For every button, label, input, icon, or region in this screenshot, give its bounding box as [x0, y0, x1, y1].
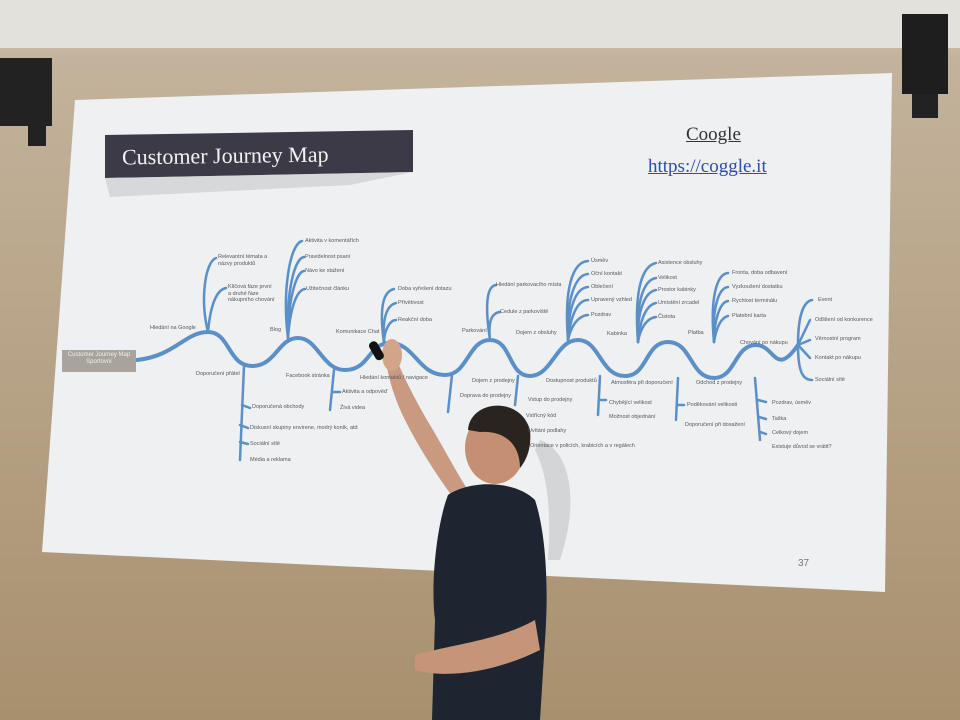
node-label: Orientace v policích, krabicích a v regá… [530, 443, 635, 449]
node-label: Aktivita v komentářích [305, 238, 359, 244]
node-label: Facebook stránka [286, 373, 330, 379]
node-label: Doporučení při dosažení [685, 422, 745, 428]
node-label: Aktivita a odpověď [342, 389, 388, 395]
node-label: Dojem z prodejny [472, 378, 515, 384]
speaker-left-icon [0, 58, 52, 146]
node-label: Odchod z prodejny [696, 380, 743, 386]
node-label: Event [818, 297, 833, 303]
node-label: Cedule z parkoviště [500, 309, 549, 315]
presenter [368, 339, 571, 720]
tool-url-link[interactable]: https://coggle.it [648, 156, 767, 177]
node-label: Rychlost terminálu [732, 298, 778, 304]
node-label: Přívětivost [398, 300, 424, 306]
node-label: Pozdrav [591, 312, 612, 318]
node-label: Věrnostní program [815, 336, 861, 342]
node-label: Vstřícný kód [526, 413, 557, 419]
node-label: Upravený vzhled [591, 297, 632, 303]
node-label: Umístění zrcadel [658, 300, 700, 306]
node-label: Užitečnost článku [306, 286, 350, 292]
node-label: Diskusní skupiny envirene, modrý koník, … [250, 425, 358, 431]
node-label: Oční kontakt [591, 271, 622, 277]
node-label: Komunikace Chat [336, 329, 380, 335]
node-label: Kabinka [607, 331, 627, 337]
mindmap-branches [135, 239, 814, 462]
node-label: Kontakt po nákupu [815, 355, 861, 361]
node-label: Doba vyřešení dotazu [398, 286, 452, 292]
node-label: Oblečení [591, 284, 614, 290]
tool-name: Coogle [686, 124, 741, 145]
node-label: Platební karta [732, 313, 766, 319]
presenter-arm [386, 348, 468, 500]
node-label: Sociální sítě [250, 441, 280, 447]
node-label: Chybějící velikost [609, 400, 652, 406]
ceiling [0, 0, 960, 48]
node-label: Vyzkoušení dostatku [732, 284, 783, 290]
node-label: Pozdrav, úsměv [772, 400, 812, 406]
node-label: Možnost objednání [609, 414, 656, 420]
node-label: Návo ke stažení [305, 268, 345, 274]
node-label: Parkování [462, 328, 487, 334]
node-label: Relevantní témata a názvy produktů [218, 254, 268, 267]
slide-title: Customer Journey Map [121, 141, 329, 170]
node-label: Fronta, doba odbavení [732, 270, 788, 276]
node-label: Odlišení od konkurence [815, 317, 873, 323]
node-label: Klíčová fáze první a druhé fáze nákupníh… [228, 284, 275, 304]
presenter-forearm [415, 620, 540, 674]
node-label: Sociální sítě [815, 377, 845, 383]
speaker-right-icon [902, 14, 948, 118]
node-label: Dostupnost produktů [546, 378, 597, 384]
node-label: Hledání parkovacího místa [496, 282, 562, 288]
node-label: Velikost [658, 275, 677, 281]
node-label: Uvítání podlahy [528, 428, 567, 434]
node-label: Hledání kontaktů / navigace [360, 375, 428, 381]
presenter-body [432, 484, 547, 720]
node-label: Platba [688, 330, 704, 336]
node-label: Doporučení přátel [196, 371, 240, 377]
node-label: Doporučená obchody [252, 404, 305, 410]
node-label: Blog [270, 327, 282, 333]
node-label: Vstup do prodejny [528, 397, 573, 403]
mindmap-root-node: Customer Journey Map Sportovní [62, 350, 136, 372]
node-label: Hledání na Google [150, 325, 196, 331]
presenter-shadow [535, 440, 571, 560]
node-label: Dojem z obsluhy [516, 330, 557, 336]
presenter-hand [382, 339, 402, 371]
node-label: Celkový dojem [772, 430, 809, 436]
projection-screen [42, 73, 892, 592]
title-shadow [105, 172, 413, 197]
node-label: Úsměv [591, 258, 609, 264]
node-label: Doprava do prodejny [460, 393, 512, 399]
node-label: Média a reklama [250, 457, 291, 463]
node-label: Taška [772, 416, 787, 422]
presenter-hair [468, 405, 531, 468]
node-label: Pravidelnost psaní [305, 254, 351, 260]
node-label: Existuje důvod se vrátit? [772, 444, 832, 450]
node-label: Atmosféra při doporučení [611, 380, 673, 386]
title-bar [105, 130, 413, 178]
node-label: Prostor kabinky [658, 287, 696, 293]
node-label: Poděkování velikosti [687, 402, 738, 408]
node-label: Chování po nákupu [740, 340, 788, 346]
node-label: Asistence obsluhy [658, 260, 703, 266]
node-label: Reakční doba [398, 317, 432, 323]
page-number: 37 [798, 558, 810, 569]
node-label: Živá videa [340, 405, 366, 411]
node-label: Čistota [658, 314, 676, 320]
presenter-clicker [368, 341, 384, 361]
